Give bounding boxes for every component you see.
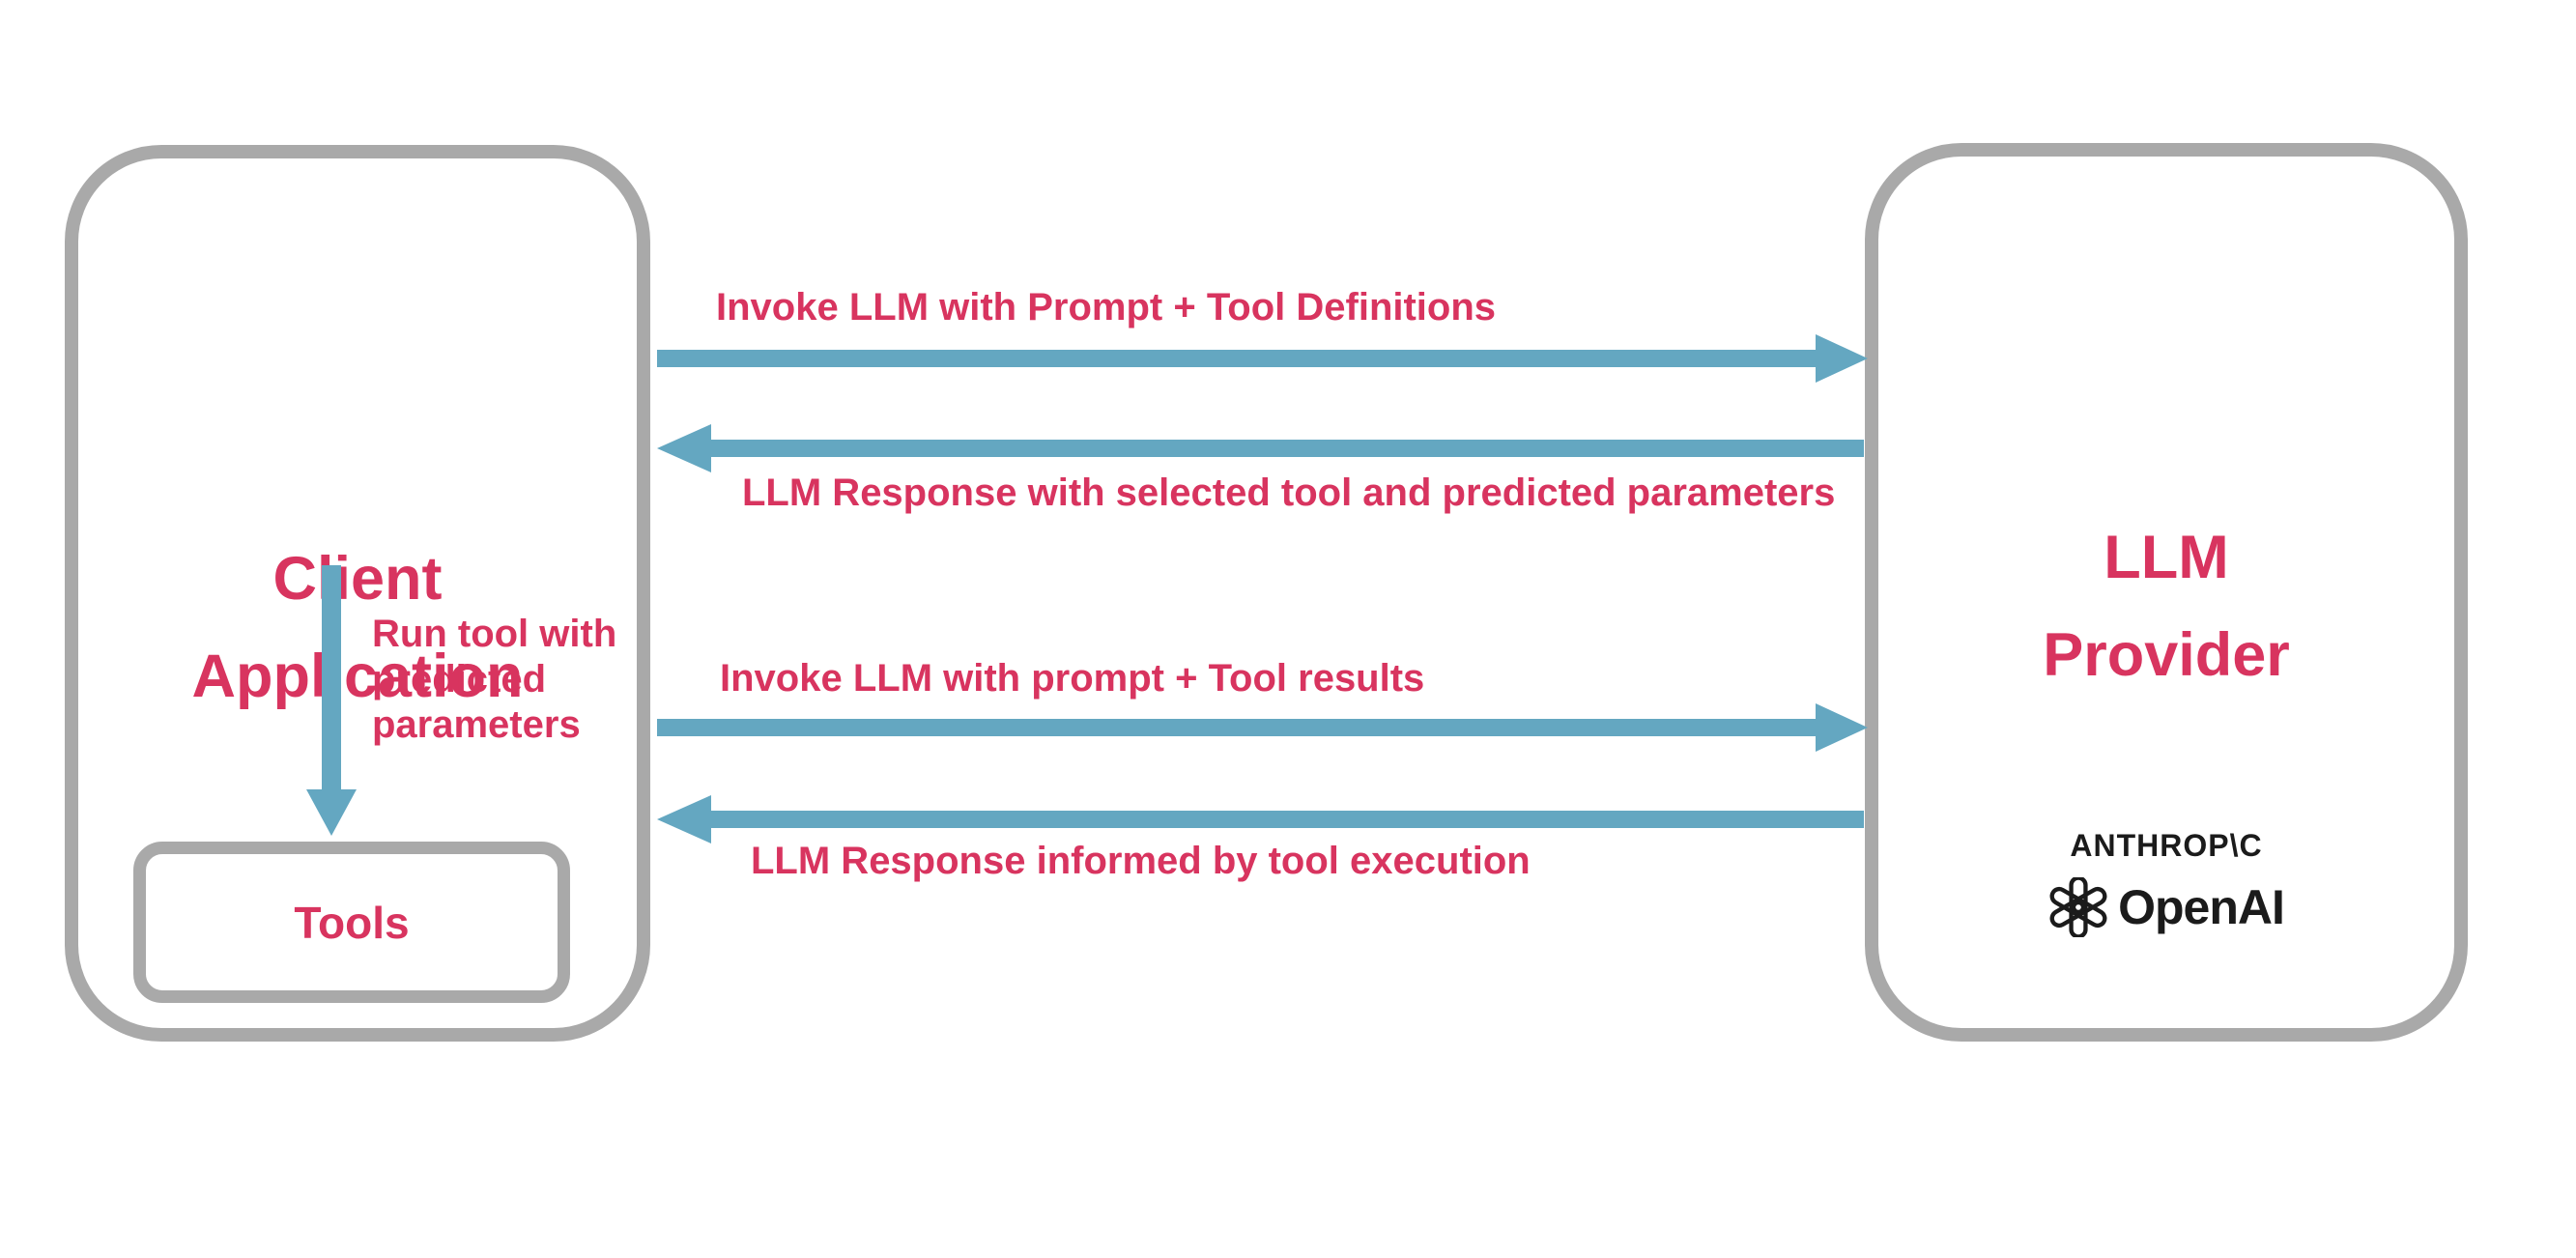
llm-provider-box: LLM Provider ANTHROP\C OpenAI: [1865, 143, 2468, 1042]
arrow-shaft-response-informed: [711, 811, 1864, 828]
llm-title-line1: LLM: [2104, 524, 2229, 591]
arrow-head-right-icon: [1816, 334, 1868, 383]
arrow-shaft-invoke-results: [657, 719, 1816, 736]
arrow-head-down-icon: [306, 789, 357, 836]
internal-flow-label: Run tool with predicted parameters: [372, 613, 617, 746]
client-application-box: Client Application Tools: [65, 145, 650, 1042]
flow-label-invoke-definitions: Invoke LLM with Prompt + Tool Definition…: [716, 286, 1497, 329]
client-title-line1: Client: [272, 545, 443, 613]
flow-label-response-informed: LLM Response informed by tool execution: [751, 840, 1531, 882]
arrow-head-right-icon: [1816, 703, 1868, 752]
provider-logos: ANTHROP\C OpenAI: [1878, 828, 2454, 937]
arrow-head-left-icon: [657, 795, 711, 843]
client-title-line2: Application: [191, 643, 524, 710]
tools-label: Tools: [294, 897, 410, 948]
llm-provider-title: LLM Provider: [1878, 509, 2454, 704]
tools-box: Tools: [133, 842, 570, 1003]
arrow-shaft-run-tool: [322, 565, 341, 789]
client-application-title: Client Application: [78, 530, 637, 726]
arrow-shaft-response-selected: [711, 440, 1864, 457]
openai-wordmark: OpenAI: [2118, 880, 2285, 934]
openai-flower-icon: [2049, 877, 2107, 937]
anthropic-logo: ANTHROP\C: [2070, 828, 2263, 863]
llm-title-line2: Provider: [2043, 621, 2290, 689]
arrow-head-left-icon: [657, 424, 711, 472]
arrow-shaft-invoke-definitions: [657, 350, 1816, 367]
flow-label-invoke-results: Invoke LLM with prompt + Tool results: [720, 657, 1425, 700]
flow-label-response-selected: LLM Response with selected tool and pred…: [742, 472, 1836, 514]
openai-logo: OpenAI: [2048, 877, 2285, 937]
